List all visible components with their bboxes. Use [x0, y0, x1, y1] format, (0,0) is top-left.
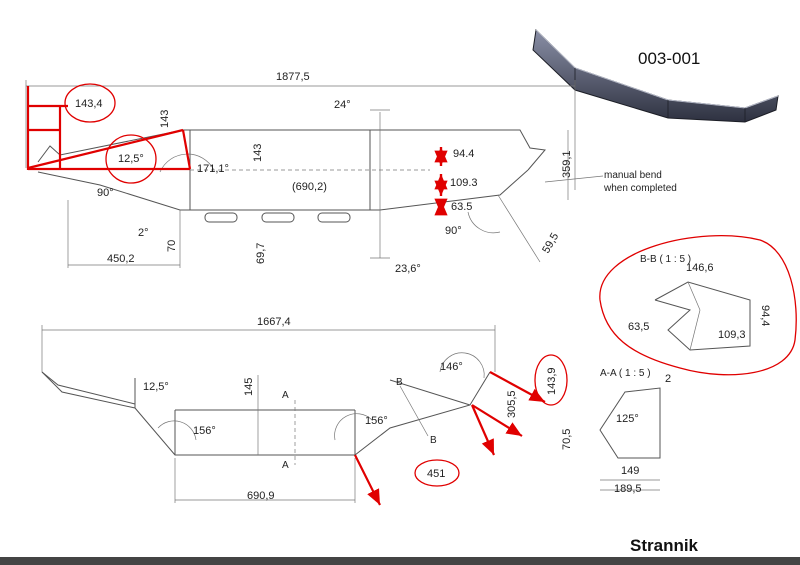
bb-dim-146-6: 146,6	[686, 262, 714, 274]
red-markup-top	[26, 83, 448, 216]
aa-dim-2: 2	[665, 373, 671, 385]
bumper-3d-illustration	[532, 28, 779, 123]
section-b-b-title: B-B ( 1 : 5 )	[640, 254, 691, 265]
section-a-a-title: A-A ( 1 : 5 )	[600, 368, 651, 379]
author-signature: Strannik	[630, 536, 699, 555]
angle-23-6: 23,6°	[395, 263, 421, 275]
angle-90-right: 90°	[445, 225, 462, 237]
bb-dim-109-3: 109,3	[718, 329, 746, 341]
bottom-border	[0, 557, 800, 565]
bv-dim-690-9: 690,9	[247, 490, 275, 502]
aa-angle-125: 125°	[616, 413, 639, 425]
angle-2: 2°	[138, 227, 149, 239]
bv-dim-70-5: 70,5	[561, 429, 573, 450]
bv-label-a-bottom: A	[282, 460, 289, 471]
dim-70: 70	[166, 240, 178, 252]
bv-angle-156-left: 156°	[193, 425, 216, 437]
section-a-a: A-A ( 1 : 5 ) 2 125° 149 189,5	[599, 368, 671, 495]
overall-length-bottom: 1667,4	[257, 316, 291, 328]
bv-angle-156-right: 156°	[365, 415, 388, 427]
circled-143-4: 143,4	[75, 98, 103, 110]
aa-dim-149: 149	[621, 465, 639, 477]
angle-171-1: 171,1°	[197, 163, 229, 175]
dim-59-5: 59,5	[540, 231, 561, 256]
bv-dim-145: 145	[243, 378, 255, 396]
height-143-mid: 143	[252, 144, 264, 162]
note-manual-bend: manual bend	[604, 170, 662, 181]
angle-24: 24°	[334, 99, 351, 111]
bv-angle-12-5: 12,5°	[143, 381, 169, 393]
bv-label-a-top: A	[282, 390, 289, 401]
bottom-view: 1667,4 12,5° 145 156° 156° 146° 305,5 14…	[41, 316, 573, 506]
bb-dim-63-5: 63,5	[628, 321, 649, 333]
bv-circled-143-9: 143,9	[546, 367, 558, 395]
part-number: 003-001	[638, 49, 700, 68]
circled-12-5: 12,5°	[118, 153, 144, 165]
bv-label-b-top: B	[396, 377, 403, 388]
height-143-left: 143	[159, 110, 171, 128]
dim-359-1: 359,1	[561, 150, 573, 178]
dim-69-7: 69,7	[255, 243, 267, 264]
circle-section-b-b	[599, 235, 797, 376]
dim-109-3: 109.3	[450, 177, 478, 189]
note-when-completed: when completed	[603, 183, 677, 194]
red-markup-bottom	[354, 354, 568, 506]
section-b-b: B-B ( 1 : 5 ) 146,6 63,5 109,3 94,4	[599, 235, 797, 376]
circle-451	[414, 459, 460, 487]
bv-label-b-bottom: B	[430, 435, 437, 446]
dim-450-2: 450,2	[107, 253, 135, 265]
bb-dim-94-4: 94,4	[759, 305, 771, 326]
bv-circled-451: 451	[427, 468, 445, 480]
angle-90-left: 90°	[97, 187, 114, 199]
bv-angle-146: 146°	[440, 361, 463, 373]
dim-94-4: 94.4	[453, 148, 474, 160]
overall-length-top: 1877,5	[276, 71, 310, 83]
circle-143-4	[64, 83, 116, 123]
circle-12-5	[105, 134, 157, 184]
aa-dim-189-5: 189,5	[614, 483, 642, 495]
dim-63-5: 63.5	[451, 201, 472, 213]
circle-143-9	[534, 354, 568, 406]
top-view: 1877,5 143,4 143 143 24° 12,5° 171,1° (6…	[25, 71, 677, 275]
center-length: (690,2)	[292, 181, 327, 193]
bv-dim-305-5: 305,5	[506, 390, 518, 418]
